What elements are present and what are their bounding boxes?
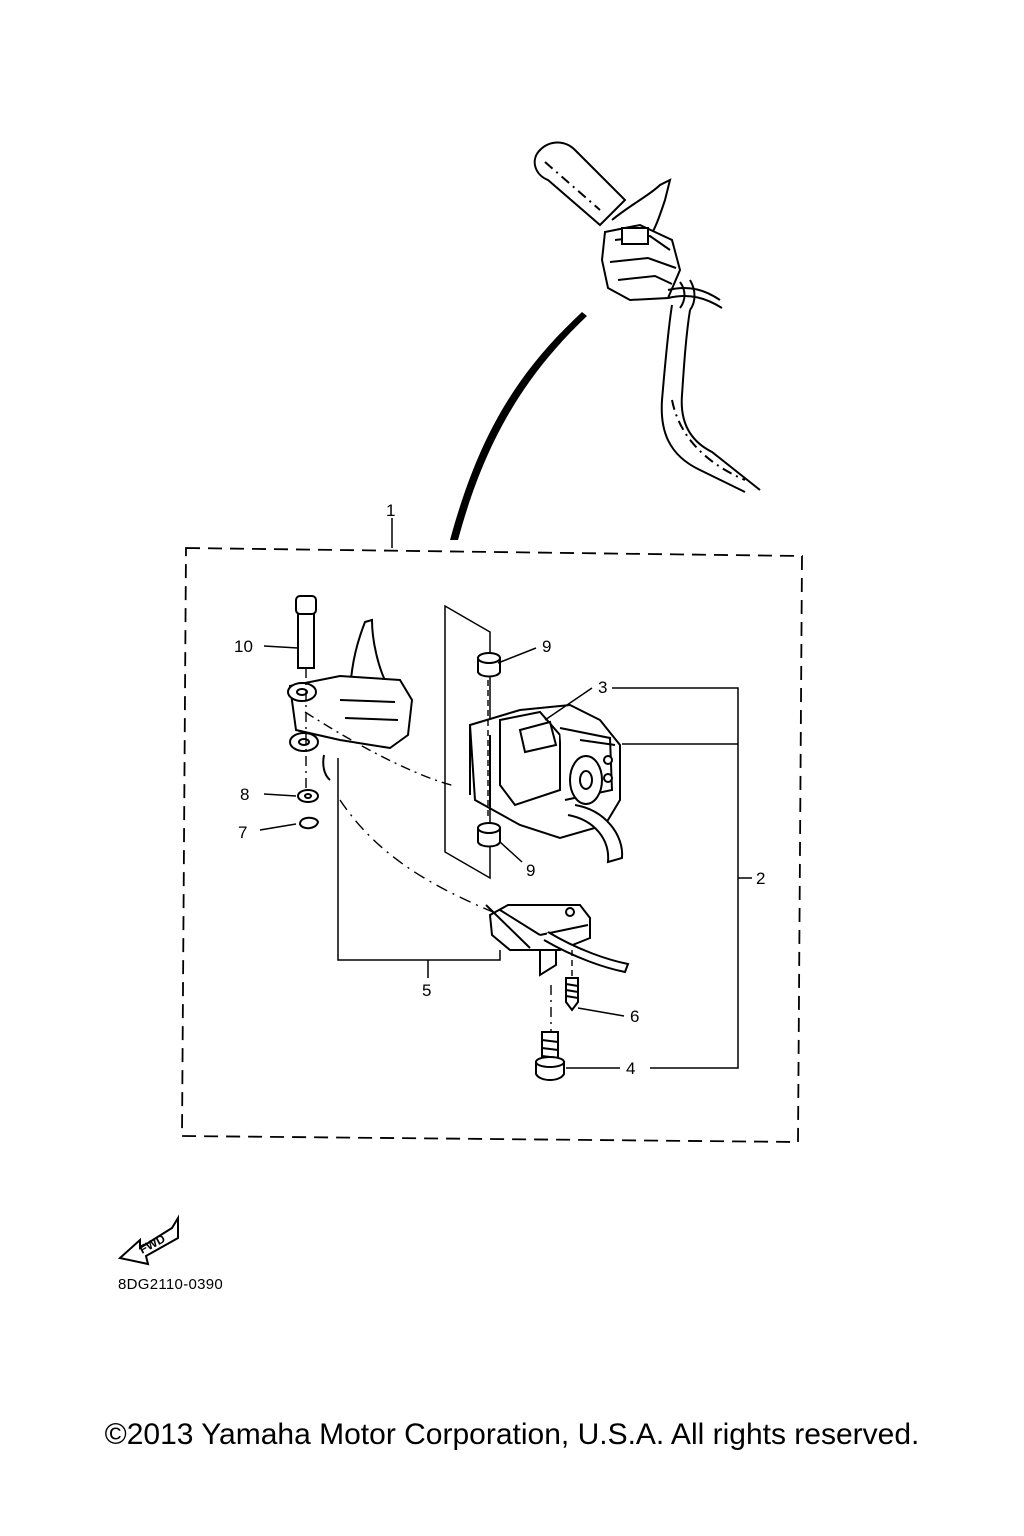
callout-8: 8 (240, 785, 249, 804)
forward-arrow-icon: FWD (117, 1214, 179, 1266)
handlebar-illustration (533, 141, 761, 493)
callout-4: 4 (626, 1059, 635, 1078)
callout-9b: 9 (526, 861, 535, 880)
part-code: 8DG2110-0390 (118, 1276, 224, 1293)
callout-9a: 9 (542, 637, 551, 656)
switch-assembly (444, 604, 624, 880)
lever-assembly (287, 595, 414, 830)
callout-7: 7 (238, 823, 247, 842)
kit-boundary (181, 547, 803, 1143)
callout-2: 2 (756, 869, 765, 888)
stop-switch (485, 904, 630, 1081)
kit-leader (450, 312, 587, 540)
callout-5: 5 (422, 981, 431, 1000)
callout-10: 10 (234, 637, 253, 656)
callout-6: 6 (630, 1007, 639, 1026)
callout-leaders (259, 645, 752, 1069)
callout-3: 3 (598, 678, 607, 697)
copyright-notice: ©2013 Yamaha Motor Corporation, U.S.A. A… (104, 1418, 920, 1451)
callout-1: 1 (386, 501, 395, 520)
